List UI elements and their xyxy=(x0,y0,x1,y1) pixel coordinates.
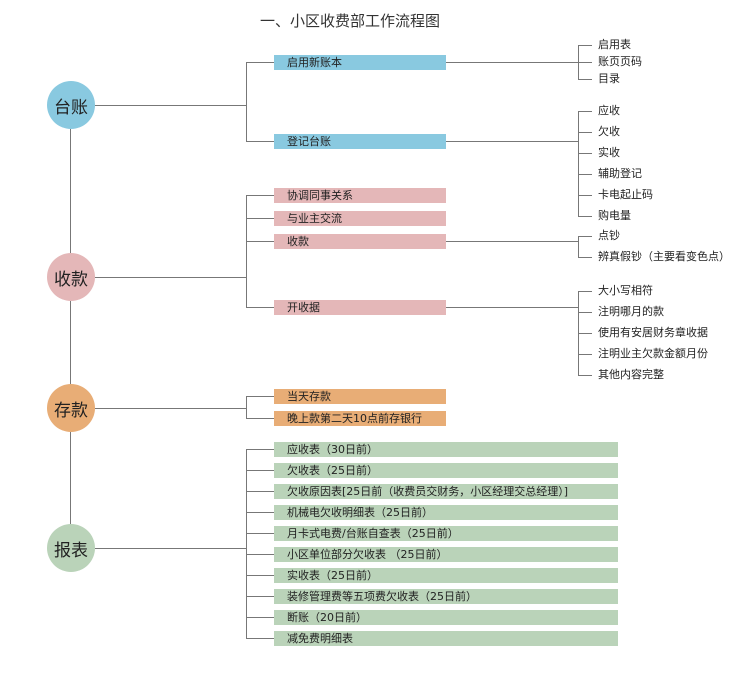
leaf-daxiaoxie-xiangfu: 大小写相符 xyxy=(598,284,653,297)
bar-xietiao-tongshi: 协调同事关系 xyxy=(274,188,446,203)
bar-qiyong-xinzhangben: 启用新账本 xyxy=(274,55,446,70)
leaf-qita-neirong: 其他内容完整 xyxy=(598,368,664,381)
leaf-qiankuan-jine: 注明业主欠款金额月份 xyxy=(598,347,708,360)
leaf-fuzhu-dengji: 辅助登记 xyxy=(598,167,642,180)
leaf-kadian-qizhima: 卡电起止码 xyxy=(598,188,653,201)
bar-qianshou-yuanyinbiao: 欠收原因表[25日前（收费员交财务，小区经理交总经理）] xyxy=(274,484,618,499)
bar-duanzhang: 断账（20日前） xyxy=(274,610,618,625)
bar-jixiedian-qianshou: 机械电欠收明细表（25日前） xyxy=(274,505,618,520)
leaf-dianchao: 点钞 xyxy=(598,229,620,242)
leaf-bianzhen-jiachao: 辨真假钞（主要看变色点） xyxy=(598,250,730,263)
bar-qianshoubiao: 欠收表（25日前） xyxy=(274,463,618,478)
leaf-shishou: 实收 xyxy=(598,146,620,159)
node-baobiao: 报表 xyxy=(47,524,95,572)
leaf-zhuming-nayue: 注明哪月的款 xyxy=(598,305,664,318)
bar-jianmian-feiyong: 减免费明细表 xyxy=(274,631,618,646)
bar-kai-shouju: 开收据 xyxy=(274,300,446,315)
bar-wanshang-kuan: 晚上款第二天10点前存银行 xyxy=(274,411,446,426)
bar-shishoubiao: 实收表（25日前） xyxy=(274,568,618,583)
leaf-goudianliang: 购电量 xyxy=(598,209,631,222)
diagram-title: 一、小区收费部工作流程图 xyxy=(260,12,441,30)
leaf-qiyongbiao: 启用表 xyxy=(598,38,631,51)
bar-dangtian-cunkuan: 当天存款 xyxy=(274,389,446,404)
leaf-zhangye-yema: 账页页码 xyxy=(598,55,642,68)
bar-yu-yezhu-jiaoliu: 与业主交流 xyxy=(274,211,446,226)
bar-zhuangxiu-guanlifei: 装修管理费等五项费欠收表（25日前） xyxy=(274,589,618,604)
bar-dengji-taizhang: 登记台账 xyxy=(274,134,446,149)
bar-shoukuan: 收款 xyxy=(274,234,446,249)
leaf-mulu: 目录 xyxy=(598,72,620,85)
bar-yueka-dianfei: 月卡式电费/台账自查表（25日前） xyxy=(274,526,618,541)
leaf-yingshou: 应收 xyxy=(598,104,620,117)
node-shoukuan: 收款 xyxy=(47,253,95,301)
bar-xiaoqu-danwei: 小区单位部分欠收表 （25日前） xyxy=(274,547,618,562)
node-taizhang: 台账 xyxy=(47,81,95,129)
node-cunkuan: 存款 xyxy=(47,384,95,432)
bar-yingshoubiao: 应收表（30日前） xyxy=(274,442,618,457)
leaf-anju-caiwuzhang: 使用有安居财务章收据 xyxy=(598,326,708,339)
leaf-qianshou: 欠收 xyxy=(598,125,620,138)
